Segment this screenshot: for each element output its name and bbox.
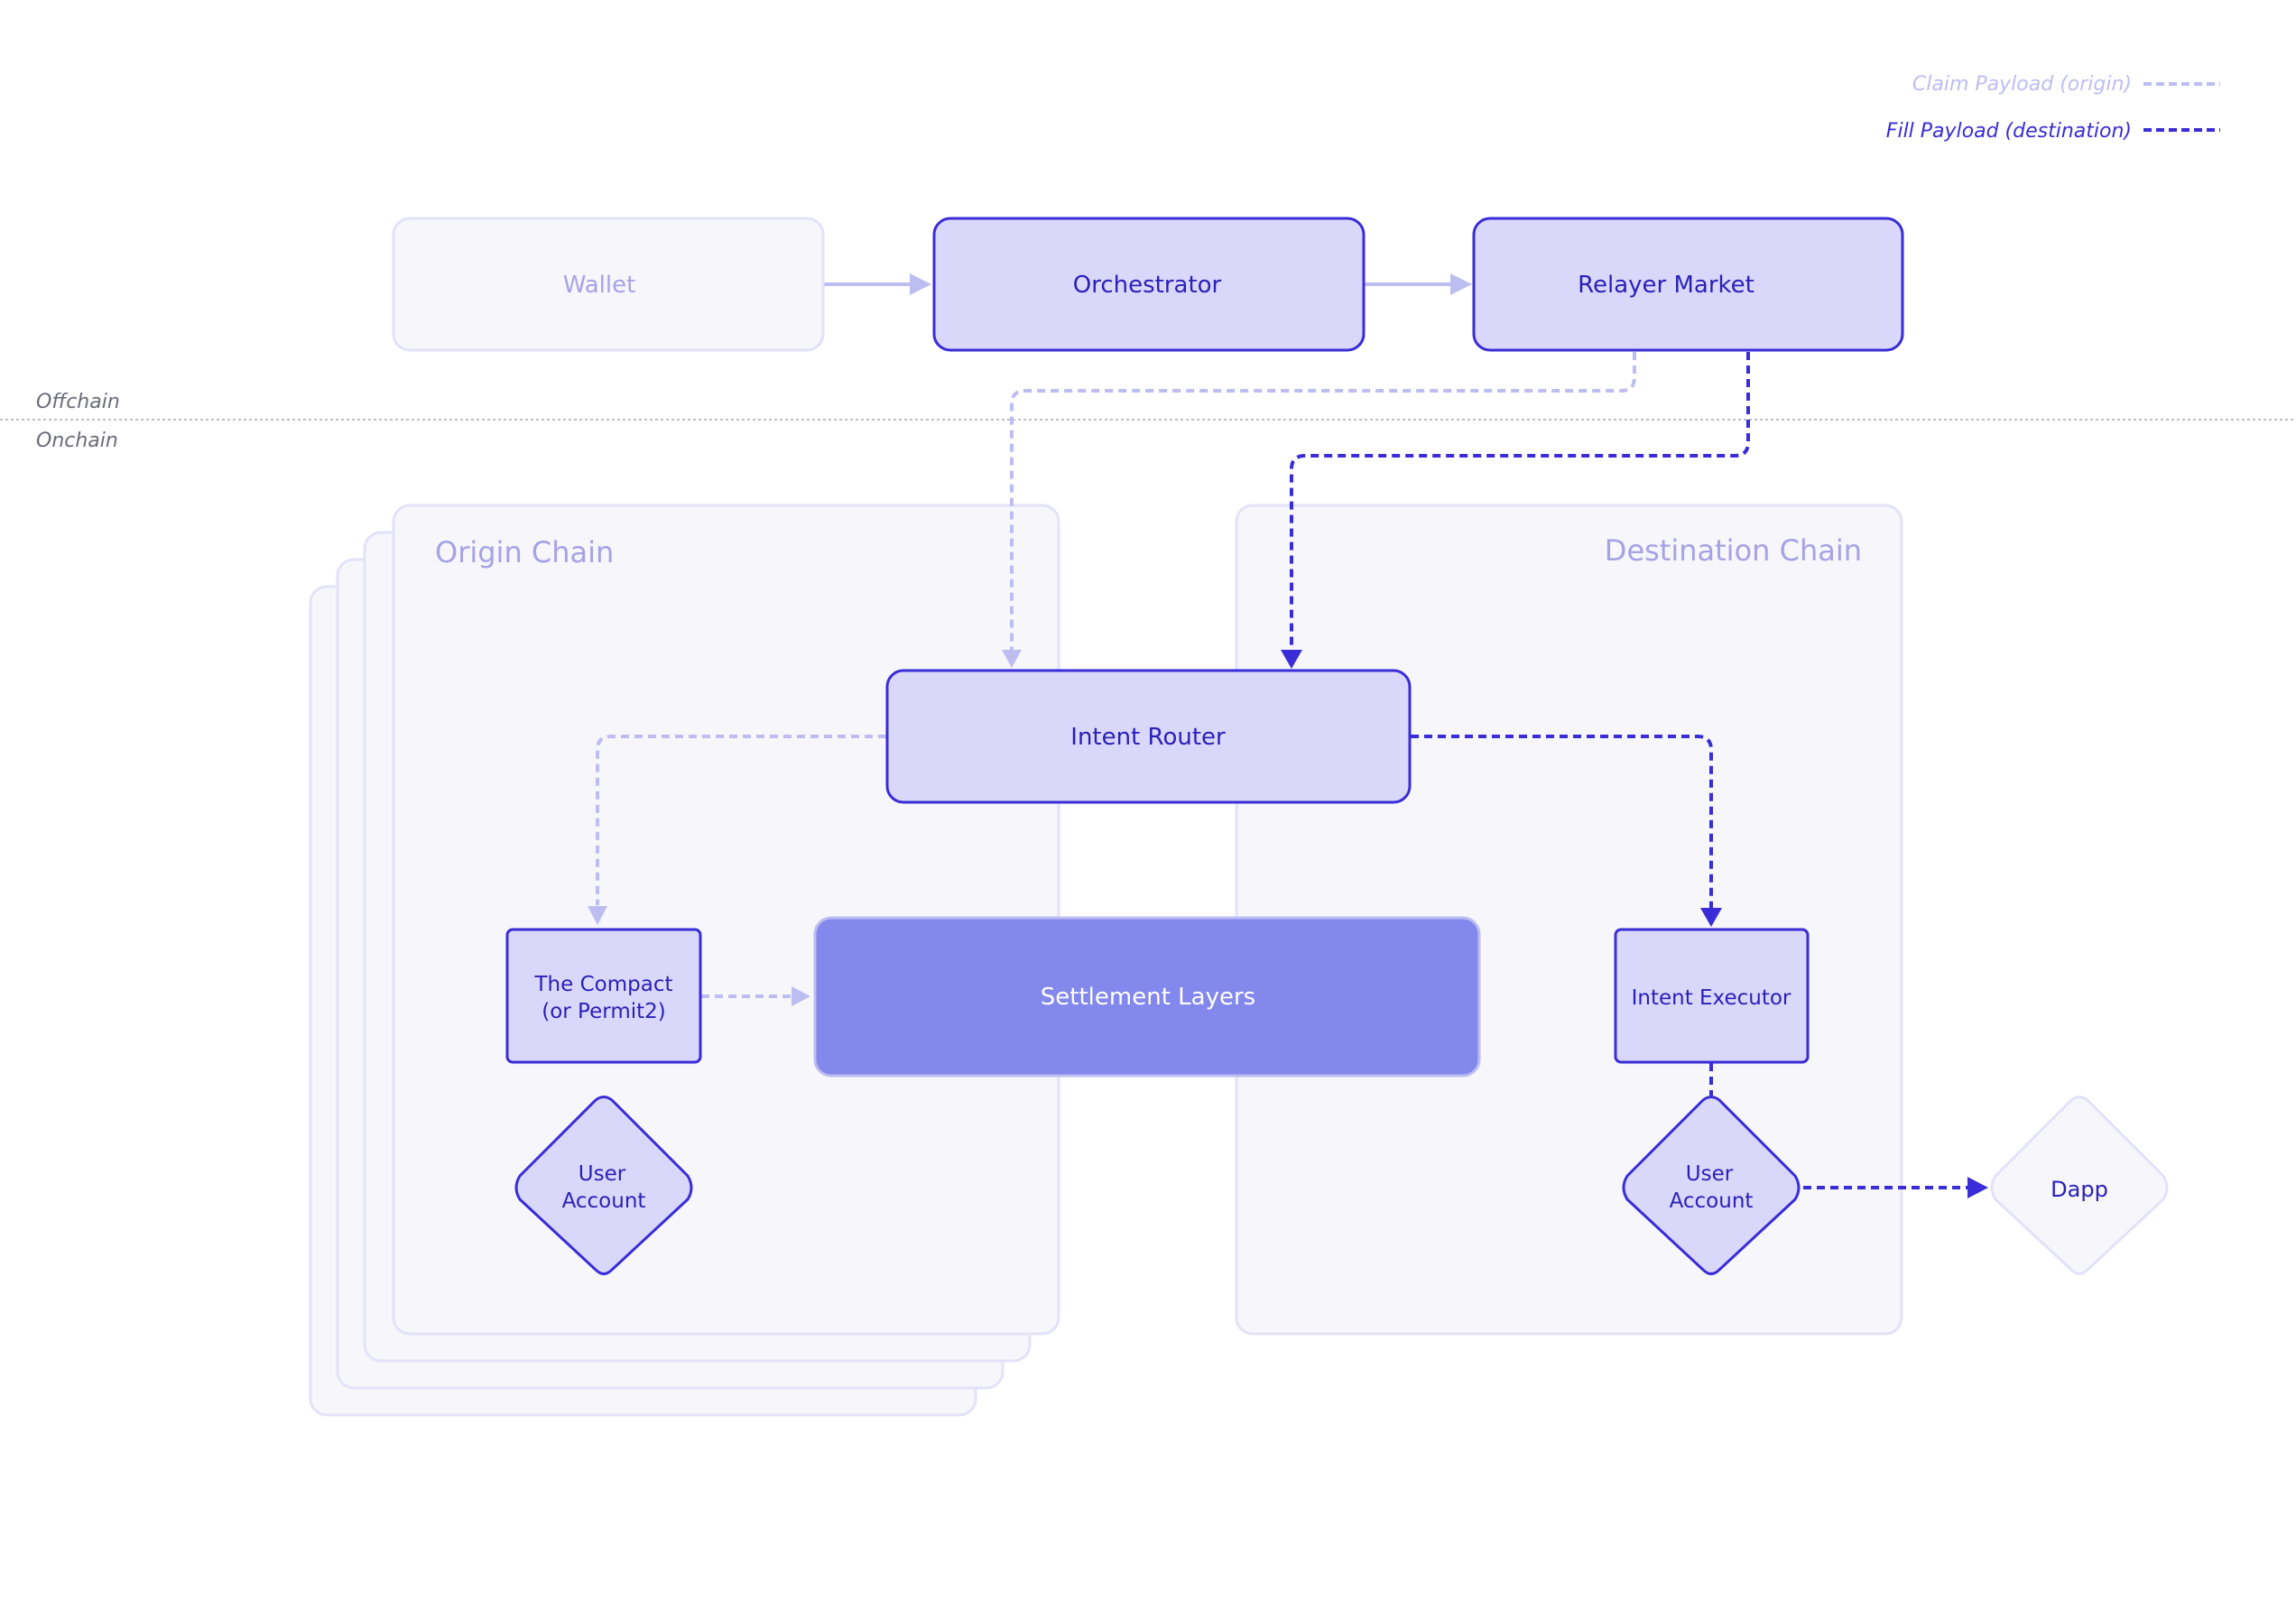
settlement-layers-box xyxy=(813,916,1481,1078)
offchain-label: Offchain xyxy=(36,391,120,413)
arrowhead-executor xyxy=(1700,908,1722,927)
orchestrator-label: Orchestrator xyxy=(1073,272,1222,299)
claim-connectors xyxy=(596,352,1636,998)
origin-user-account-line2: Account xyxy=(562,1189,646,1213)
destination-user-account-line1: User xyxy=(1686,1162,1734,1186)
intent-executor-box xyxy=(1614,928,1810,1064)
chain-divider: Offchain Onchain xyxy=(0,391,2296,452)
intent-executor-node[interactable]: Intent Executor xyxy=(1614,928,1810,1064)
settlement-layers-node[interactable]: Settlement Layers xyxy=(813,916,1481,1078)
legend-fill-label: Fill Payload (destination) xyxy=(1886,120,2132,143)
arrowhead-router-origin xyxy=(1002,650,1022,668)
claim-arrowheads xyxy=(588,650,1022,1006)
destination-user-account-node[interactable]: User Account xyxy=(1622,1096,1801,1275)
origin-user-account-diamond xyxy=(514,1096,693,1275)
settlement-layers-label: Settlement Layers xyxy=(1041,984,1255,1011)
arrowhead-dapp xyxy=(1967,1177,1988,1198)
origin-user-account-node[interactable]: User Account xyxy=(514,1096,693,1275)
origin-chain-title: Origin Chain xyxy=(435,535,614,569)
arrowhead-orchestrator xyxy=(910,273,931,295)
dapp-diamond xyxy=(1990,1096,2169,1275)
compact-label-line1: The Compact xyxy=(534,973,673,996)
intent-executor-label: Intent Executor xyxy=(1632,986,1791,1010)
legend: Claim Payload (origin) Fill Payload (des… xyxy=(1886,73,2220,143)
origin-user-account-line1: User xyxy=(579,1162,626,1186)
flow-connectors xyxy=(823,273,1472,295)
intent-router-label: Intent Router xyxy=(1070,724,1226,751)
intent-router-node[interactable]: Intent Router xyxy=(885,669,1412,804)
relayer-market-label: Relayer Market xyxy=(1578,272,1754,299)
dapp-node[interactable]: Dapp xyxy=(1990,1096,2169,1275)
wallet-label: Wallet xyxy=(563,272,636,299)
compact-label-line2: (or Permit2) xyxy=(542,1000,665,1023)
dapp-label: Dapp xyxy=(2051,1177,2108,1202)
arrowhead-settlement xyxy=(792,986,810,1006)
wallet-box xyxy=(392,217,825,352)
onchain-label: Onchain xyxy=(36,430,118,452)
arrowhead-relayer xyxy=(1450,273,1472,295)
destination-chain-title: Destination Chain xyxy=(1605,533,1862,568)
orchestrator-box xyxy=(932,217,1366,352)
compact-box xyxy=(505,928,702,1064)
arrowhead-compact xyxy=(588,906,607,925)
destination-user-account-diamond xyxy=(1622,1096,1801,1275)
relayer-market-box xyxy=(1472,217,1904,352)
legend-claim-label: Claim Payload (origin) xyxy=(1912,73,2132,96)
compact-node[interactable]: The Compact (or Permit2) xyxy=(505,928,702,1064)
claim-path-router-to-compact xyxy=(596,735,886,905)
intent-router-box xyxy=(885,669,1412,804)
arrowhead-router-destination xyxy=(1281,650,1302,669)
fill-arrowheads xyxy=(1281,650,1988,1198)
relayer-market-node[interactable]: Relayer Market xyxy=(1472,217,1904,352)
fill-path-router-to-executor xyxy=(1411,735,1713,908)
destination-user-account-line2: Account xyxy=(1670,1189,1754,1213)
wallet-node[interactable]: Wallet xyxy=(392,217,825,352)
fill-path-relayer-to-router xyxy=(1290,352,1750,650)
fill-connectors xyxy=(1290,352,1967,1189)
orchestrator-node[interactable]: Orchestrator xyxy=(932,217,1366,352)
claim-path-relayer-to-router xyxy=(1010,352,1636,650)
